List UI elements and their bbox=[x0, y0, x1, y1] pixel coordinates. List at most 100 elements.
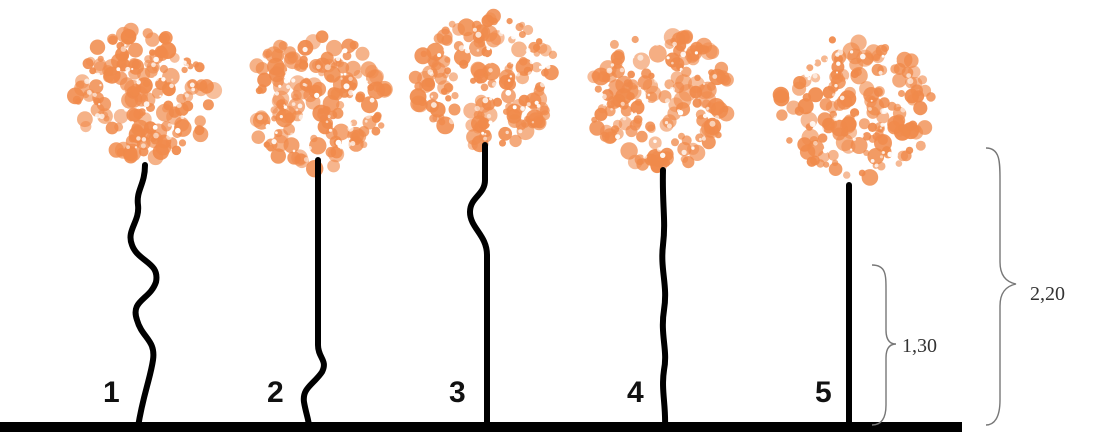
foliage-gap bbox=[126, 145, 130, 149]
foliage-blob bbox=[509, 135, 521, 147]
foliage-blob bbox=[649, 45, 667, 63]
foliage-blob bbox=[627, 71, 635, 79]
foliage-gap bbox=[308, 146, 312, 150]
foliage-blob bbox=[879, 97, 890, 108]
foliage-blob bbox=[449, 72, 458, 81]
foliage-gap bbox=[859, 108, 862, 111]
foliage-blob bbox=[626, 92, 634, 100]
foliage-gap bbox=[871, 100, 873, 102]
tree-4-number: 4 bbox=[627, 376, 644, 409]
foliage-gap bbox=[511, 35, 516, 40]
foliage-blob bbox=[859, 118, 870, 129]
foliage-gap bbox=[284, 78, 289, 83]
foliage-gap bbox=[153, 133, 159, 139]
foliage-blob bbox=[793, 76, 806, 89]
foliage-gap bbox=[328, 115, 331, 118]
foliage-gap bbox=[513, 105, 517, 109]
foliage-blob bbox=[284, 46, 296, 58]
foliage-gap bbox=[191, 88, 195, 92]
foliage-gap bbox=[691, 146, 694, 149]
foliage-gap bbox=[116, 67, 120, 71]
foliage-gap bbox=[302, 127, 307, 132]
foliage-gap bbox=[845, 79, 848, 82]
foliage-gap bbox=[530, 73, 536, 79]
tree-3-crown bbox=[409, 9, 559, 153]
foliage-gap bbox=[638, 87, 641, 90]
foliage-blob bbox=[668, 97, 683, 112]
foliage-blob bbox=[378, 122, 384, 128]
foliage-gap bbox=[171, 79, 173, 81]
foliage-gap bbox=[823, 148, 828, 153]
tree-1-trunk bbox=[130, 165, 156, 427]
foliage-gap bbox=[871, 159, 875, 163]
foliage-blob bbox=[166, 109, 182, 125]
foliage-gap bbox=[266, 124, 271, 129]
foliage-blob bbox=[613, 120, 622, 129]
foliage-blob bbox=[635, 99, 642, 106]
foliage-blob bbox=[859, 170, 866, 177]
foliage-gap bbox=[171, 97, 175, 101]
foliage-gap bbox=[610, 108, 613, 111]
foliage-blob bbox=[608, 79, 625, 96]
foliage-gap bbox=[620, 68, 624, 72]
foliage-gap bbox=[624, 49, 627, 52]
foliage-gap bbox=[510, 75, 512, 77]
foliage-gap bbox=[481, 132, 484, 135]
foliage-blob bbox=[294, 156, 302, 164]
foliage-gap bbox=[505, 46, 509, 50]
foliage-gap bbox=[121, 46, 127, 52]
foliage-gap bbox=[465, 48, 470, 53]
foliage-gap bbox=[288, 73, 291, 76]
foliage-blob bbox=[332, 108, 343, 119]
tree-5-crown bbox=[773, 35, 936, 186]
foliage-gap bbox=[682, 150, 687, 155]
foliage-gap bbox=[87, 90, 92, 95]
foliage-gap bbox=[540, 82, 545, 87]
foliage-gap bbox=[808, 77, 811, 80]
foliage-gap bbox=[123, 90, 125, 92]
foliage-gap bbox=[818, 127, 824, 133]
foliage-gap bbox=[539, 66, 542, 69]
foliage-gap bbox=[201, 106, 203, 108]
foliage-gap bbox=[488, 68, 492, 72]
foliage-gap bbox=[880, 127, 882, 129]
foliage-blob bbox=[823, 162, 829, 168]
foliage-blob bbox=[470, 78, 476, 84]
foliage-blob bbox=[591, 117, 597, 123]
foliage-gap bbox=[475, 88, 481, 94]
foliage-gap bbox=[900, 107, 906, 113]
foliage-gap bbox=[657, 147, 662, 152]
foliage-gap bbox=[325, 64, 331, 70]
foliage-gap bbox=[181, 115, 185, 119]
foliage-blob bbox=[368, 82, 386, 100]
foliage-gap bbox=[875, 76, 878, 79]
foliage-gap bbox=[860, 54, 866, 60]
brace-lower-shape bbox=[872, 265, 896, 425]
foliage-gap bbox=[169, 84, 174, 89]
foliage-gap bbox=[692, 131, 694, 133]
foliage-gap bbox=[511, 61, 514, 64]
foliage-gap bbox=[307, 68, 309, 70]
foliage-gap bbox=[336, 57, 341, 62]
foliage-gap bbox=[506, 131, 509, 134]
foliage-gap bbox=[272, 139, 277, 144]
foliage-gap bbox=[115, 97, 120, 102]
foliage-gap bbox=[706, 107, 709, 110]
foliage-blob bbox=[904, 53, 919, 68]
foliage-gap bbox=[93, 93, 97, 97]
foliage-gap bbox=[135, 146, 137, 148]
foliage-blob bbox=[595, 86, 602, 93]
foliage-blob bbox=[181, 67, 187, 73]
foliage-blob bbox=[116, 27, 131, 42]
foliage-gap bbox=[509, 54, 513, 58]
foliage-gap bbox=[603, 103, 606, 106]
foliage-gap bbox=[349, 122, 352, 125]
foliage-blob bbox=[863, 150, 869, 156]
foliage-gap bbox=[180, 59, 184, 63]
foliage-blob bbox=[355, 93, 364, 102]
foliage-gap bbox=[192, 73, 197, 78]
foliage-gap bbox=[346, 142, 351, 147]
tree-3-number: 3 bbox=[449, 376, 466, 409]
foliage-gap bbox=[124, 44, 126, 46]
foliage-gap bbox=[712, 74, 717, 79]
